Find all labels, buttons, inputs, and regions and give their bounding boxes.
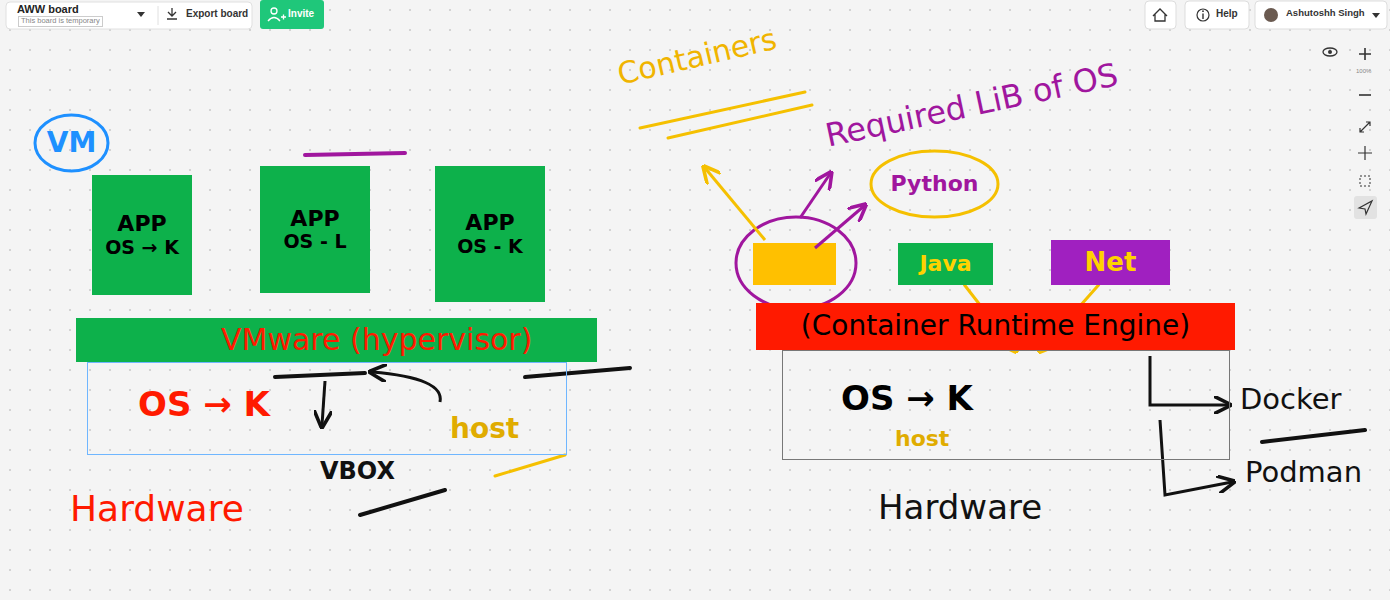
user-name: Ashutoshh Singh: [1286, 8, 1365, 19]
node-text: VM: [47, 127, 97, 159]
hardware-label: Hardware: [878, 488, 1042, 527]
node-text: OS → K: [841, 379, 973, 418]
node-text: APP: [117, 211, 166, 236]
user-panel: [1255, 1, 1387, 29]
containers-underline: [640, 92, 812, 138]
bracket-arrow: [1160, 420, 1232, 495]
black-stroke: [275, 373, 365, 377]
black-stroke: [525, 368, 630, 377]
export-button-text: Export board: [186, 8, 248, 20]
invite-icon: [268, 15, 286, 22]
zoom-out-icon: [1359, 94, 1371, 96]
node-text: OS → K: [138, 385, 270, 424]
zoom-in-icon: [1359, 48, 1371, 60]
help-button-text: Help: [1216, 8, 1238, 20]
vm-app-box: APPOS → K: [92, 175, 192, 295]
node-text: host: [895, 426, 949, 451]
vm-app-box: APPOS - L: [260, 166, 370, 293]
home-icon: [1153, 9, 1167, 21]
help-icon: [1202, 10, 1204, 12]
pointer-icon: [1359, 201, 1372, 214]
docker-label: Docker: [1240, 383, 1342, 416]
tool-highlight: [1354, 196, 1377, 219]
purple-arrow: [800, 174, 830, 218]
help-icon: [1202, 14, 1203, 20]
node-text: Net: [1085, 248, 1137, 278]
host-os-box: OS → K host: [782, 350, 1230, 460]
node-text: VMware (hypervisor): [221, 323, 532, 358]
node-text: host: [450, 413, 519, 445]
node-text: APP: [290, 206, 339, 231]
node-text: OS - K: [457, 236, 523, 258]
fit-icon: [1360, 122, 1370, 132]
podman-label: Podman: [1245, 456, 1362, 489]
dropdown-icon: [137, 12, 145, 17]
vm-circle: VM: [32, 112, 111, 174]
down-arrow: [322, 381, 325, 425]
yellow-arrow: [705, 168, 765, 240]
invite-button: [260, 0, 324, 29]
containers-label: Containers: [614, 22, 780, 92]
node-text: OS - L: [283, 231, 346, 253]
export-icon: [167, 8, 177, 19]
purple-arrow: [815, 206, 864, 248]
node-text: APP: [465, 210, 514, 235]
node-text: OS → K: [105, 237, 179, 259]
container-runtime-band: (Container Runtime Engine): [756, 303, 1235, 350]
board-panel: [6, 2, 252, 29]
bracket-arrow: [1150, 356, 1228, 405]
java-container: Java: [898, 243, 993, 285]
node-outline: [871, 151, 998, 217]
node-text: Python: [891, 171, 979, 196]
vbox-label: VBOX: [320, 458, 395, 486]
user-avatar: [1264, 8, 1278, 22]
invite-icon: [271, 8, 277, 14]
up-arrow: [372, 372, 440, 402]
purple-stroke: [305, 153, 405, 155]
eye-icon: [1323, 48, 1337, 56]
select-icon: [1360, 176, 1370, 186]
hypervisor-band: VMware (hypervisor): [76, 318, 597, 362]
host-os-box: OS → K host: [87, 362, 567, 455]
divider: [158, 6, 159, 25]
host-underline: [495, 455, 565, 476]
library-note: Required LiB of OS: [822, 56, 1121, 154]
help-icon: [1197, 9, 1209, 21]
board-name: AWW board: [17, 3, 79, 16]
net-container: Net: [1051, 240, 1170, 285]
python-circle: Python: [868, 148, 1001, 220]
move-icon: [1358, 146, 1372, 160]
eye-icon: [1328, 50, 1332, 54]
dropdown-icon: [1372, 13, 1380, 18]
node-outline: [35, 115, 108, 171]
home-button: [1145, 1, 1176, 29]
node-text: Java: [919, 251, 971, 276]
node-text: (Container Runtime Engine): [801, 310, 1190, 342]
hardware-label: Hardware: [70, 488, 244, 529]
vm-app-box: APPOS - K: [435, 166, 545, 302]
invite-button-text: Invite: [288, 8, 314, 20]
container-box: [753, 243, 836, 285]
board-note: This board is temporary: [18, 16, 103, 27]
zoom-level: 100%: [1356, 68, 1371, 75]
help-button: [1185, 1, 1249, 29]
docker-underline: [1262, 430, 1365, 442]
purple-circle: [736, 217, 856, 309]
vbox-underline: [360, 490, 445, 515]
